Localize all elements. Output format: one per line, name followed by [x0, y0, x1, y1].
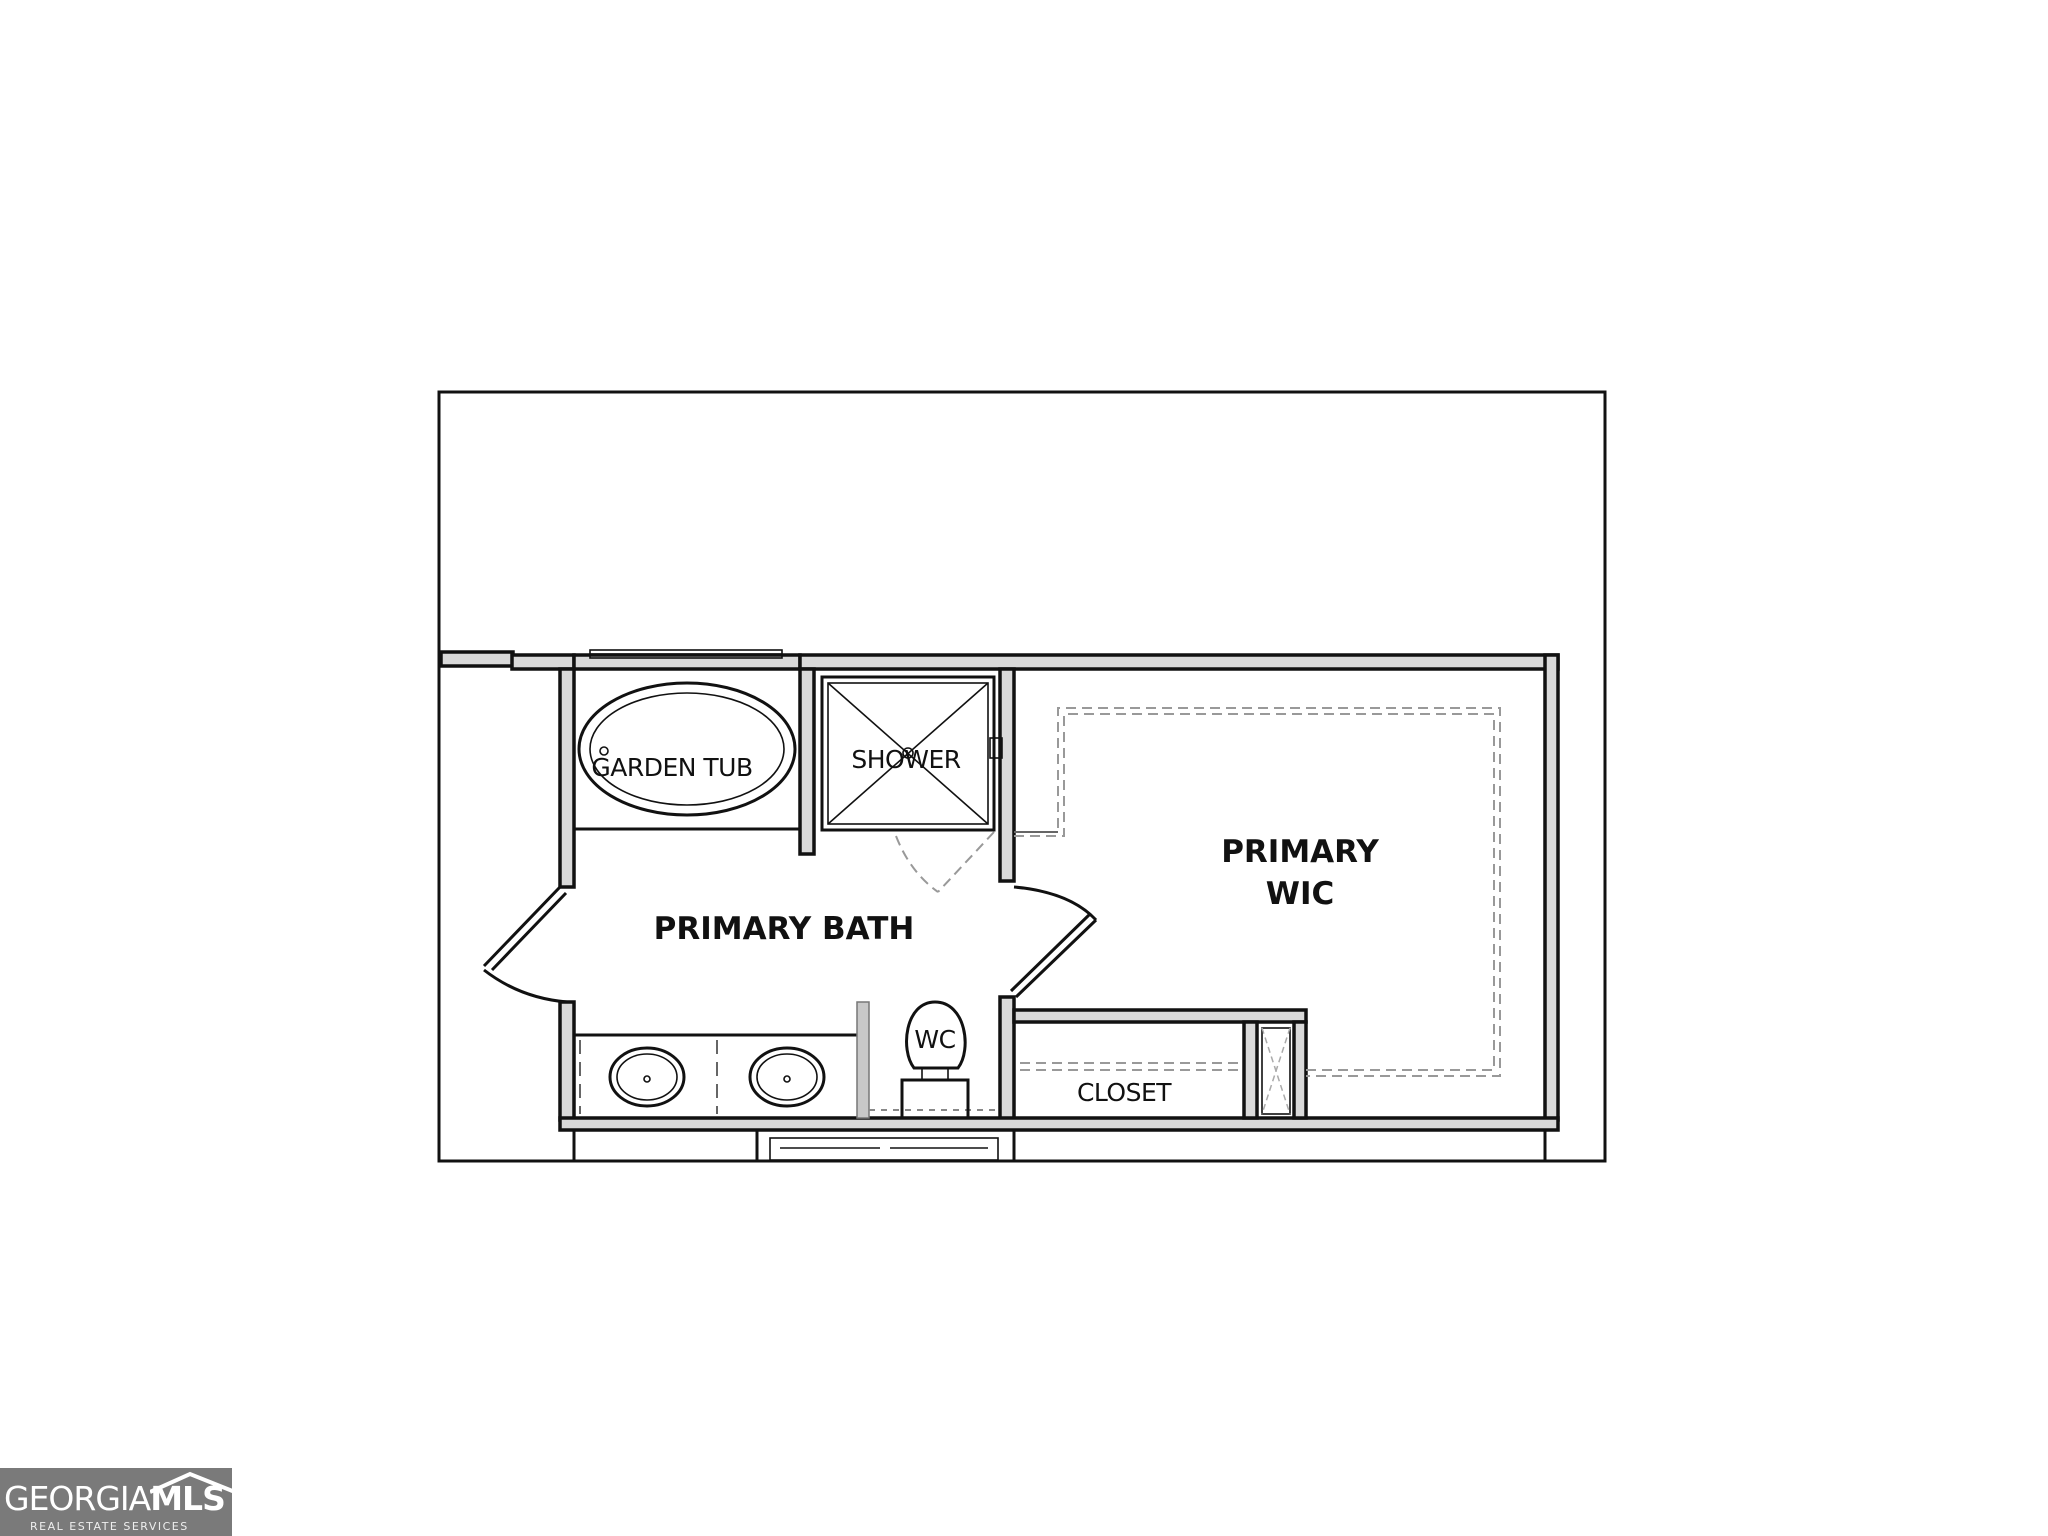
left-window — [441, 651, 513, 667]
linen-shelf — [1261, 1027, 1291, 1115]
wic-entry-door — [1009, 885, 1098, 999]
primary-wic-label-line1: PRIMARY — [1221, 834, 1379, 870]
shower-label: SHOWER — [851, 745, 960, 774]
shower-door — [895, 831, 995, 893]
georgia-mls-logo: GEORGIAMLS REAL ESTATE SERVICES — [0, 1468, 232, 1536]
plan-frame — [437, 390, 1607, 1163]
garden-tub: GARDEN TUB — [572, 667, 802, 831]
closet-label: CLOSET — [1077, 1078, 1172, 1107]
roof-peak-icon — [150, 1471, 232, 1494]
shower: SHOWER — [820, 675, 1003, 832]
walls — [439, 650, 1560, 1132]
logo-wordmark: GEORGIAMLS — [4, 1479, 226, 1518]
primary-bath-label: PRIMARY BATH — [654, 911, 915, 947]
wc-partition — [856, 1001, 1000, 1119]
primary-wic-label-line2: WIC — [1266, 876, 1334, 912]
closet: CLOSET — [1012, 1020, 1246, 1120]
wic-shelving — [1014, 707, 1501, 1077]
lower-floor-edge — [572, 1130, 1547, 1161]
logo-tagline: REAL ESTATE SERVICES — [30, 1520, 189, 1533]
tub-window — [589, 649, 783, 659]
logo-name-bold: MLS — [150, 1479, 226, 1518]
wc-label: WC — [914, 1025, 955, 1054]
garden-tub-label: GARDEN TUB — [591, 753, 752, 782]
toilet: WC — [900, 1000, 970, 1120]
logo-name-light: GEORGIA — [4, 1479, 151, 1518]
left-entry-door — [482, 885, 568, 1004]
vanity — [572, 1033, 866, 1120]
